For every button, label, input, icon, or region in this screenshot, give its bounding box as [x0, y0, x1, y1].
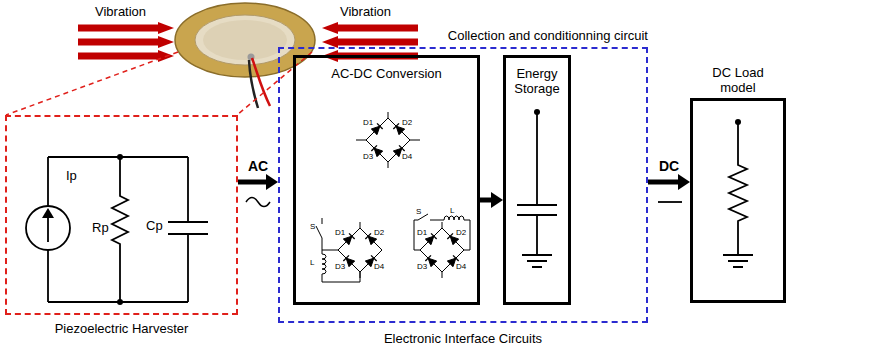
load-box: DC Load model: [690, 98, 786, 303]
output-lead: [388, 112, 389, 168]
vibration-label: Vibration: [340, 4, 391, 19]
rectifier-label: L: [310, 258, 314, 267]
component-label: Rp: [92, 220, 109, 235]
diode-bar: [393, 123, 399, 129]
ac-symbol: [246, 198, 270, 207]
vibration-label: Vibration: [95, 4, 146, 19]
diode-symbol: [374, 148, 382, 156]
zoom-line: [237, 52, 312, 115]
load-resistor: [723, 122, 753, 267]
component-label: Ip: [66, 168, 77, 183]
arrowhead: [678, 174, 690, 190]
zoom-line: [6, 52, 178, 115]
diode-bar: [453, 255, 459, 261]
diode-symbol: [393, 148, 401, 156]
node-caption: Electronic Interface Circuits: [280, 331, 646, 346]
rectifier-label: D2: [402, 118, 412, 127]
rectifier-label: D4: [402, 152, 412, 161]
input-lead: [356, 140, 420, 141]
diode-bar: [377, 123, 383, 129]
node-heading: AC-DC Conversion: [300, 66, 473, 81]
diode-bar: [371, 145, 377, 151]
terminal-dot: [735, 119, 741, 125]
diode-symbol: [346, 258, 354, 266]
arrowhead: [491, 192, 503, 208]
flow-arrow: [238, 180, 267, 185]
rectifier-label: D2: [374, 228, 384, 237]
piezo-ceramic: [195, 15, 295, 65]
inductor-coil: [322, 250, 360, 282]
rectifier-label: D1: [417, 228, 427, 237]
rectifier-label: S: [310, 222, 315, 231]
diode-bar: [431, 233, 437, 239]
flow-arrow: [480, 198, 492, 203]
component-label: Cp: [146, 218, 163, 233]
rectifier-label: D3: [363, 152, 373, 161]
signal-label: AC: [248, 158, 268, 174]
diode-symbol: [368, 236, 376, 244]
storage-capacitor: [517, 112, 557, 267]
output-lead: [360, 222, 361, 278]
harvester-region: Piezoelectric Harvester: [5, 115, 238, 315]
harvester-circuit: [26, 157, 208, 302]
rectifier-label: L: [450, 206, 454, 215]
diode-bar: [399, 145, 405, 151]
diode-symbol: [371, 126, 379, 134]
node-heading: Piezoelectric Harvester: [0, 321, 256, 336]
rectifier-label: D4: [374, 262, 384, 271]
piezo-ceramic-inner: [203, 20, 287, 60]
vibration-arrows: [78, 28, 418, 56]
diode-symbol: [450, 236, 458, 244]
conversion-box: AC-DC Conversion: [293, 55, 480, 305]
flow-arrow: [648, 180, 679, 185]
signal-label: DC: [659, 158, 679, 174]
diode-bar: [425, 255, 431, 261]
node-heading: Collection and conditionning circuit: [448, 28, 648, 43]
interface-region: Collection and conditionning circuitElec…: [278, 47, 648, 323]
switch-symbol: [414, 214, 444, 250]
diode-bar: [349, 233, 355, 239]
bridge-rectifier: [414, 214, 470, 278]
junction-dot: [117, 154, 123, 160]
output-lead: [442, 222, 443, 278]
diode-symbol: [425, 236, 433, 244]
rectifier-label: D4: [456, 262, 466, 271]
diode-symbol: [343, 236, 351, 244]
rectifier-label: D3: [335, 262, 345, 271]
diode-symbol: [428, 258, 436, 266]
rectifier-label: D1: [363, 118, 373, 127]
rectifier-label: D1: [335, 228, 345, 237]
diode-bar: [343, 255, 349, 261]
diode-bar: [447, 233, 453, 239]
diode-symbol: [396, 126, 404, 134]
arrowhead: [266, 174, 278, 190]
inductor-coil: [444, 216, 470, 250]
bridge-rectifier: [316, 218, 382, 282]
junction-dot: [117, 299, 123, 305]
diode-symbol: [365, 258, 373, 266]
rectifier-label: D2: [456, 228, 466, 237]
node-heading: Energy Storage: [508, 66, 566, 96]
bridge-rectifier: [356, 112, 420, 168]
rectifier-label: S: [416, 207, 421, 216]
diode-symbol: [447, 258, 455, 266]
current-arrowhead: [42, 208, 54, 218]
dc-symbol: [658, 201, 682, 203]
terminal-dot: [534, 109, 540, 115]
rectifier-label: D3: [417, 262, 427, 271]
storage-box: Energy Storage: [503, 55, 571, 305]
diode-bar: [371, 255, 377, 261]
switch-symbol: [316, 218, 338, 250]
node-heading: DC Load model: [707, 65, 769, 95]
diode-bar: [365, 233, 371, 239]
